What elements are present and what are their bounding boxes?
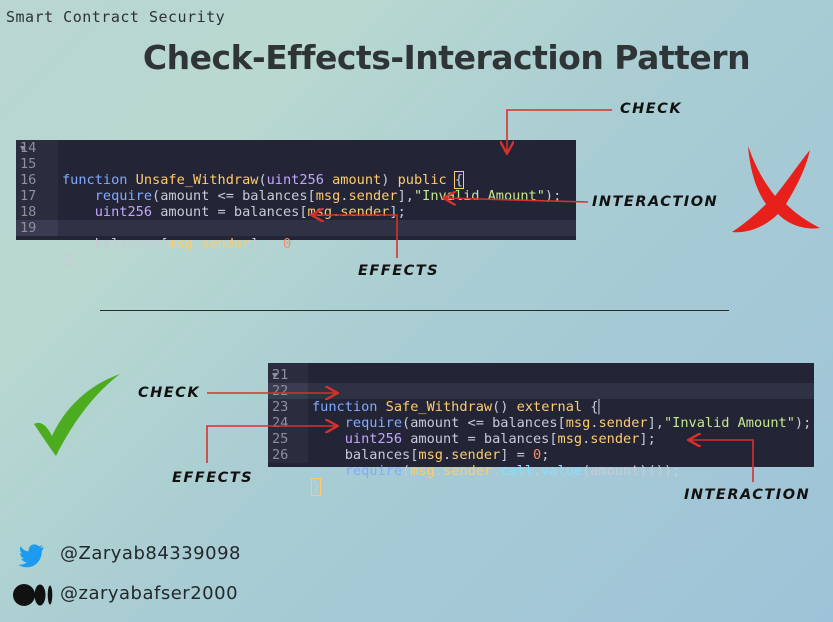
section-divider	[100, 310, 729, 311]
code-line: 24 balances[msg.sender] = 0;	[268, 415, 814, 463]
code-line: 22 require(amount <= balances[msg.sender…	[268, 383, 814, 431]
arrow-check-top	[507, 109, 612, 152]
code-line: 14▼ function Unsafe_Withdraw(uint256 amo…	[16, 140, 576, 189]
medium-icon	[13, 584, 53, 606]
label-check-bottom: CHECK	[138, 385, 201, 401]
label-effects-bottom: EFFECTS	[172, 470, 254, 486]
red-cross-icon	[732, 146, 820, 233]
arrows	[206, 109, 754, 482]
medium-handle[interactable]: @zaryabafser2000	[60, 583, 239, 604]
safe-withdraw-code: 20 21▼ function Safe_Withdraw() external…	[268, 363, 814, 496]
code-line: 19 }▏	[16, 220, 576, 268]
twitter-icon	[18, 544, 44, 568]
arrow-effects-bottom	[206, 426, 336, 463]
twitter-handle[interactable]: @Zaryab84339098	[60, 543, 241, 564]
label-interaction-bottom: INTERACTION	[684, 487, 811, 503]
arrow-effects-top	[313, 215, 398, 258]
label-check-top: CHECK	[620, 101, 683, 117]
code-line: 26 }	[268, 447, 814, 496]
label-effects-top: EFFECTS	[358, 263, 440, 279]
code-line: 25 require(msg.sender.call.value(amount)…	[268, 431, 814, 479]
green-check-icon	[34, 374, 120, 456]
brand-text: Smart Contract Security	[6, 8, 226, 26]
code-line: 16 uint256 amount = balances[msg.sender]…	[16, 172, 576, 220]
code-line: 20	[268, 363, 814, 367]
label-interaction-top: INTERACTION	[592, 194, 719, 210]
code-line: 23 uint256 amount = balances[msg.sender]…	[268, 399, 814, 447]
arrow-interaction-bottom	[690, 440, 754, 482]
code-line: 18 balances[msg.sender] = 0;	[16, 204, 576, 252]
arrow-interaction-top	[445, 198, 589, 202]
code-line: 21▼ function Safe_Withdraw() external {▏	[268, 367, 814, 415]
page-title: Check-Effects-Interaction Pattern	[142, 38, 751, 77]
